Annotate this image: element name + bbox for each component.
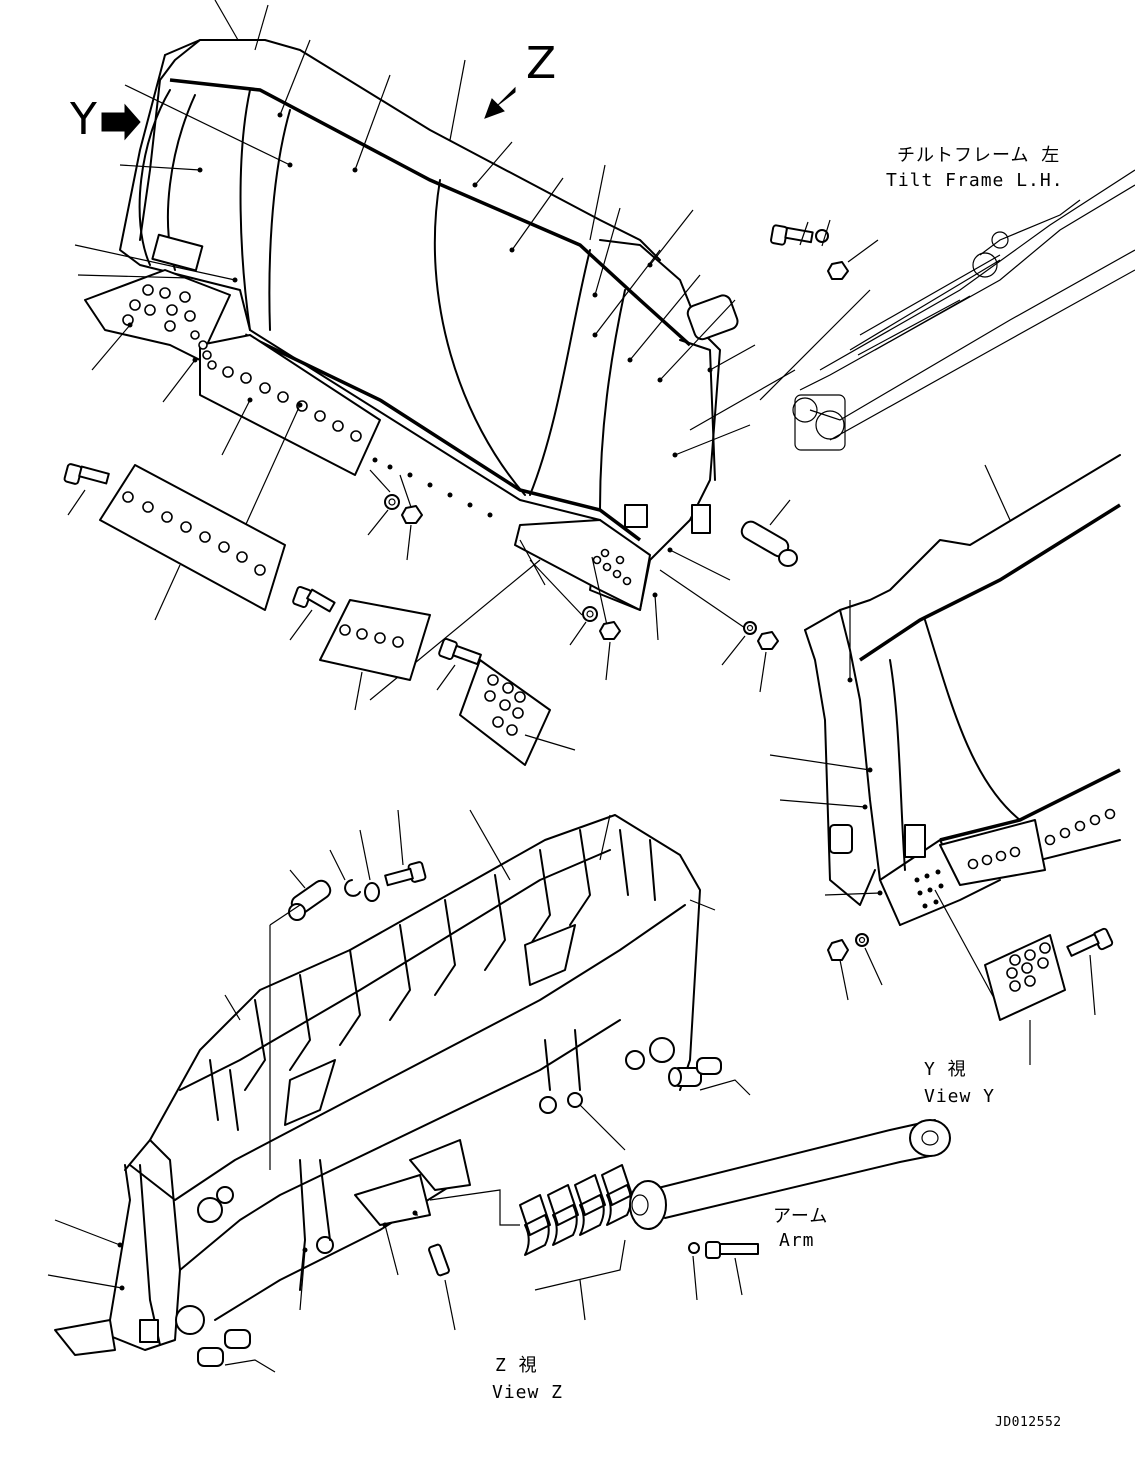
view-z-label-jp: Z 視 <box>495 1355 538 1376</box>
view-y-detail <box>769 454 1121 1065</box>
arm-label-en: Arm <box>779 1230 815 1251</box>
view-z-label-en: View Z <box>492 1382 564 1403</box>
view-y-marker: Y <box>70 94 97 145</box>
document-id: JD012552 <box>995 1415 1062 1430</box>
arm-label-jp: アーム <box>773 1206 829 1227</box>
tilt-frame-lh <box>792 169 1135 451</box>
main-blade-front-view <box>74 0 871 701</box>
view-z-rear-blade <box>47 809 951 1373</box>
loose-cutting-edge-parts <box>63 219 879 766</box>
tilt-frame-label-jp: チルトフレーム 左 <box>897 145 1061 166</box>
view-y-label-en: View Y <box>924 1086 996 1107</box>
tilt-frame-label-en: Tilt Frame L.H. <box>886 170 1064 191</box>
view-z-marker: Z <box>526 38 557 89</box>
arm-part <box>629 1119 951 1301</box>
view-y-label-jp: Y 視 <box>924 1059 967 1080</box>
